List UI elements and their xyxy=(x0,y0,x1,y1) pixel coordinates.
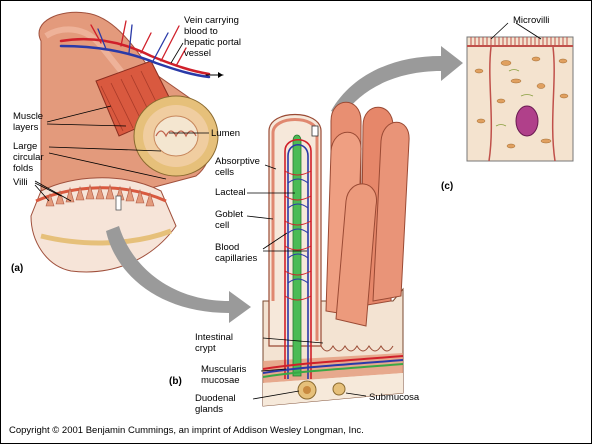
label-villi: Villi xyxy=(13,177,28,188)
intestine-segment xyxy=(30,11,219,273)
label-large-circular-folds: Large circular folds xyxy=(13,141,44,174)
label-absorptive-cells: Absorptive cells xyxy=(215,156,260,178)
label-lumen: Lumen xyxy=(211,128,241,139)
zoom-arrow-villus xyxy=(106,226,251,323)
label-submucosa: Submucosa xyxy=(369,392,420,403)
label-blood-capillaries: Blood capillaries xyxy=(215,242,258,264)
label-muscularis-mucosae: Muscularis mucosae xyxy=(201,364,247,386)
panel-label-b: (b) xyxy=(169,376,182,387)
leader-lines xyxy=(34,22,542,400)
vein-artery-vessels xyxy=(59,20,224,79)
label-vein: Vein carrying blood to hepatic portal ve… xyxy=(184,15,242,59)
label-duodenal-glands: Duodenal glands xyxy=(195,393,236,415)
panel-label-a: (a) xyxy=(11,263,24,274)
label-goblet-cell: Goblet cell xyxy=(215,209,243,231)
zoom-arrow-cell xyxy=(331,46,463,116)
villus-block xyxy=(262,101,410,407)
label-lacteal: Lacteal xyxy=(215,187,246,198)
panel-label-c: (c) xyxy=(441,181,454,192)
copyright-notice: Copyright © 2001 Benjamin Cummings, an i… xyxy=(9,425,364,436)
label-muscle-layers: Muscle layers xyxy=(13,111,44,133)
label-microvilli: Microvilli xyxy=(513,15,550,26)
absorptive-cell-detail xyxy=(466,36,574,162)
label-intestinal-crypt: Intestinal crypt xyxy=(195,332,234,354)
